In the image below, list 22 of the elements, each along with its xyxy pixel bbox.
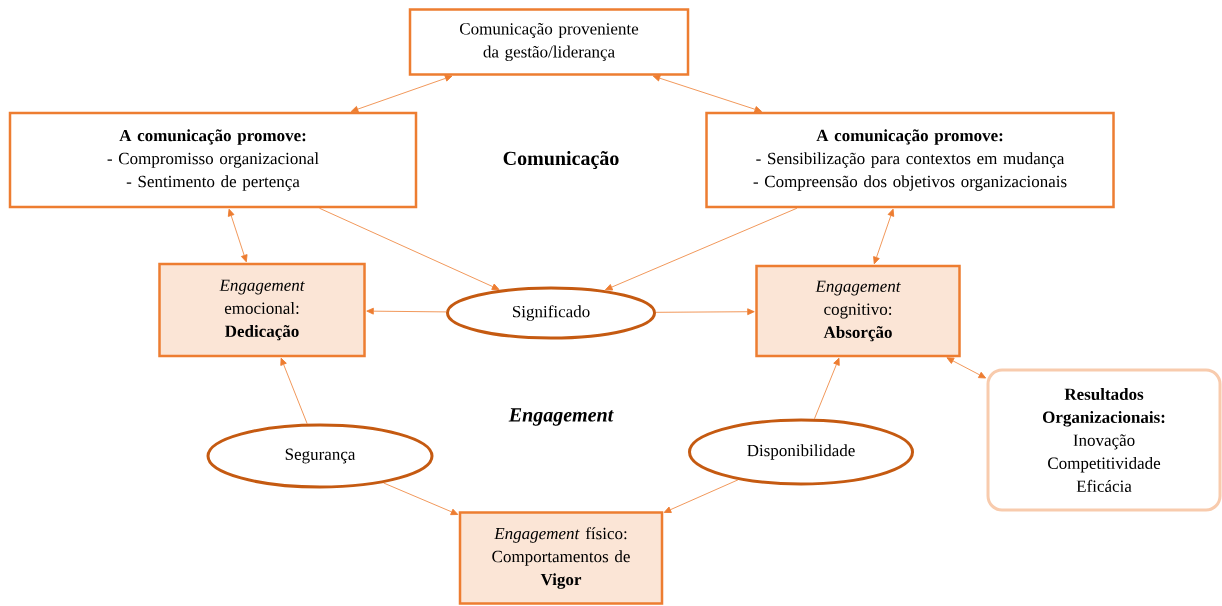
arrow — [652, 74, 762, 113]
section-label: Engagement — [508, 408, 614, 426]
arrow — [366, 307, 447, 315]
arrow — [227, 208, 248, 263]
arrow — [946, 357, 987, 379]
arrow — [350, 75, 453, 113]
text-box: A comunicação promove: - Sensibilização para contextos em mudança - Compreensão dos objetivos organizacionais — [705, 111, 1115, 209]
arrow — [655, 308, 755, 316]
arrow — [663, 479, 739, 513]
engagement-box: Engagement físico: Comportamentos de Vigor — [458, 511, 664, 605]
engagement-box: Engagement emocional: Dedicação — [158, 262, 366, 358]
arrow — [280, 357, 308, 425]
rounded-box: Resultados Organizacionais: Inovação Competitividade Eficácia — [986, 368, 1222, 512]
arrow — [383, 482, 459, 516]
arrow — [873, 208, 895, 265]
arrow — [814, 357, 840, 420]
arrow — [319, 207, 500, 290]
text-box: Comunicação proveniente da gestão/liderança — [408, 8, 690, 76]
arrow — [605, 207, 798, 291]
section-label: Comunicação — [503, 151, 619, 170]
text-box: A comunicação promove: - Compromisso organizacional - Sentimento de pertença — [8, 111, 418, 209]
engagement-box: Engagement cognitivo: Absorção — [755, 264, 961, 358]
